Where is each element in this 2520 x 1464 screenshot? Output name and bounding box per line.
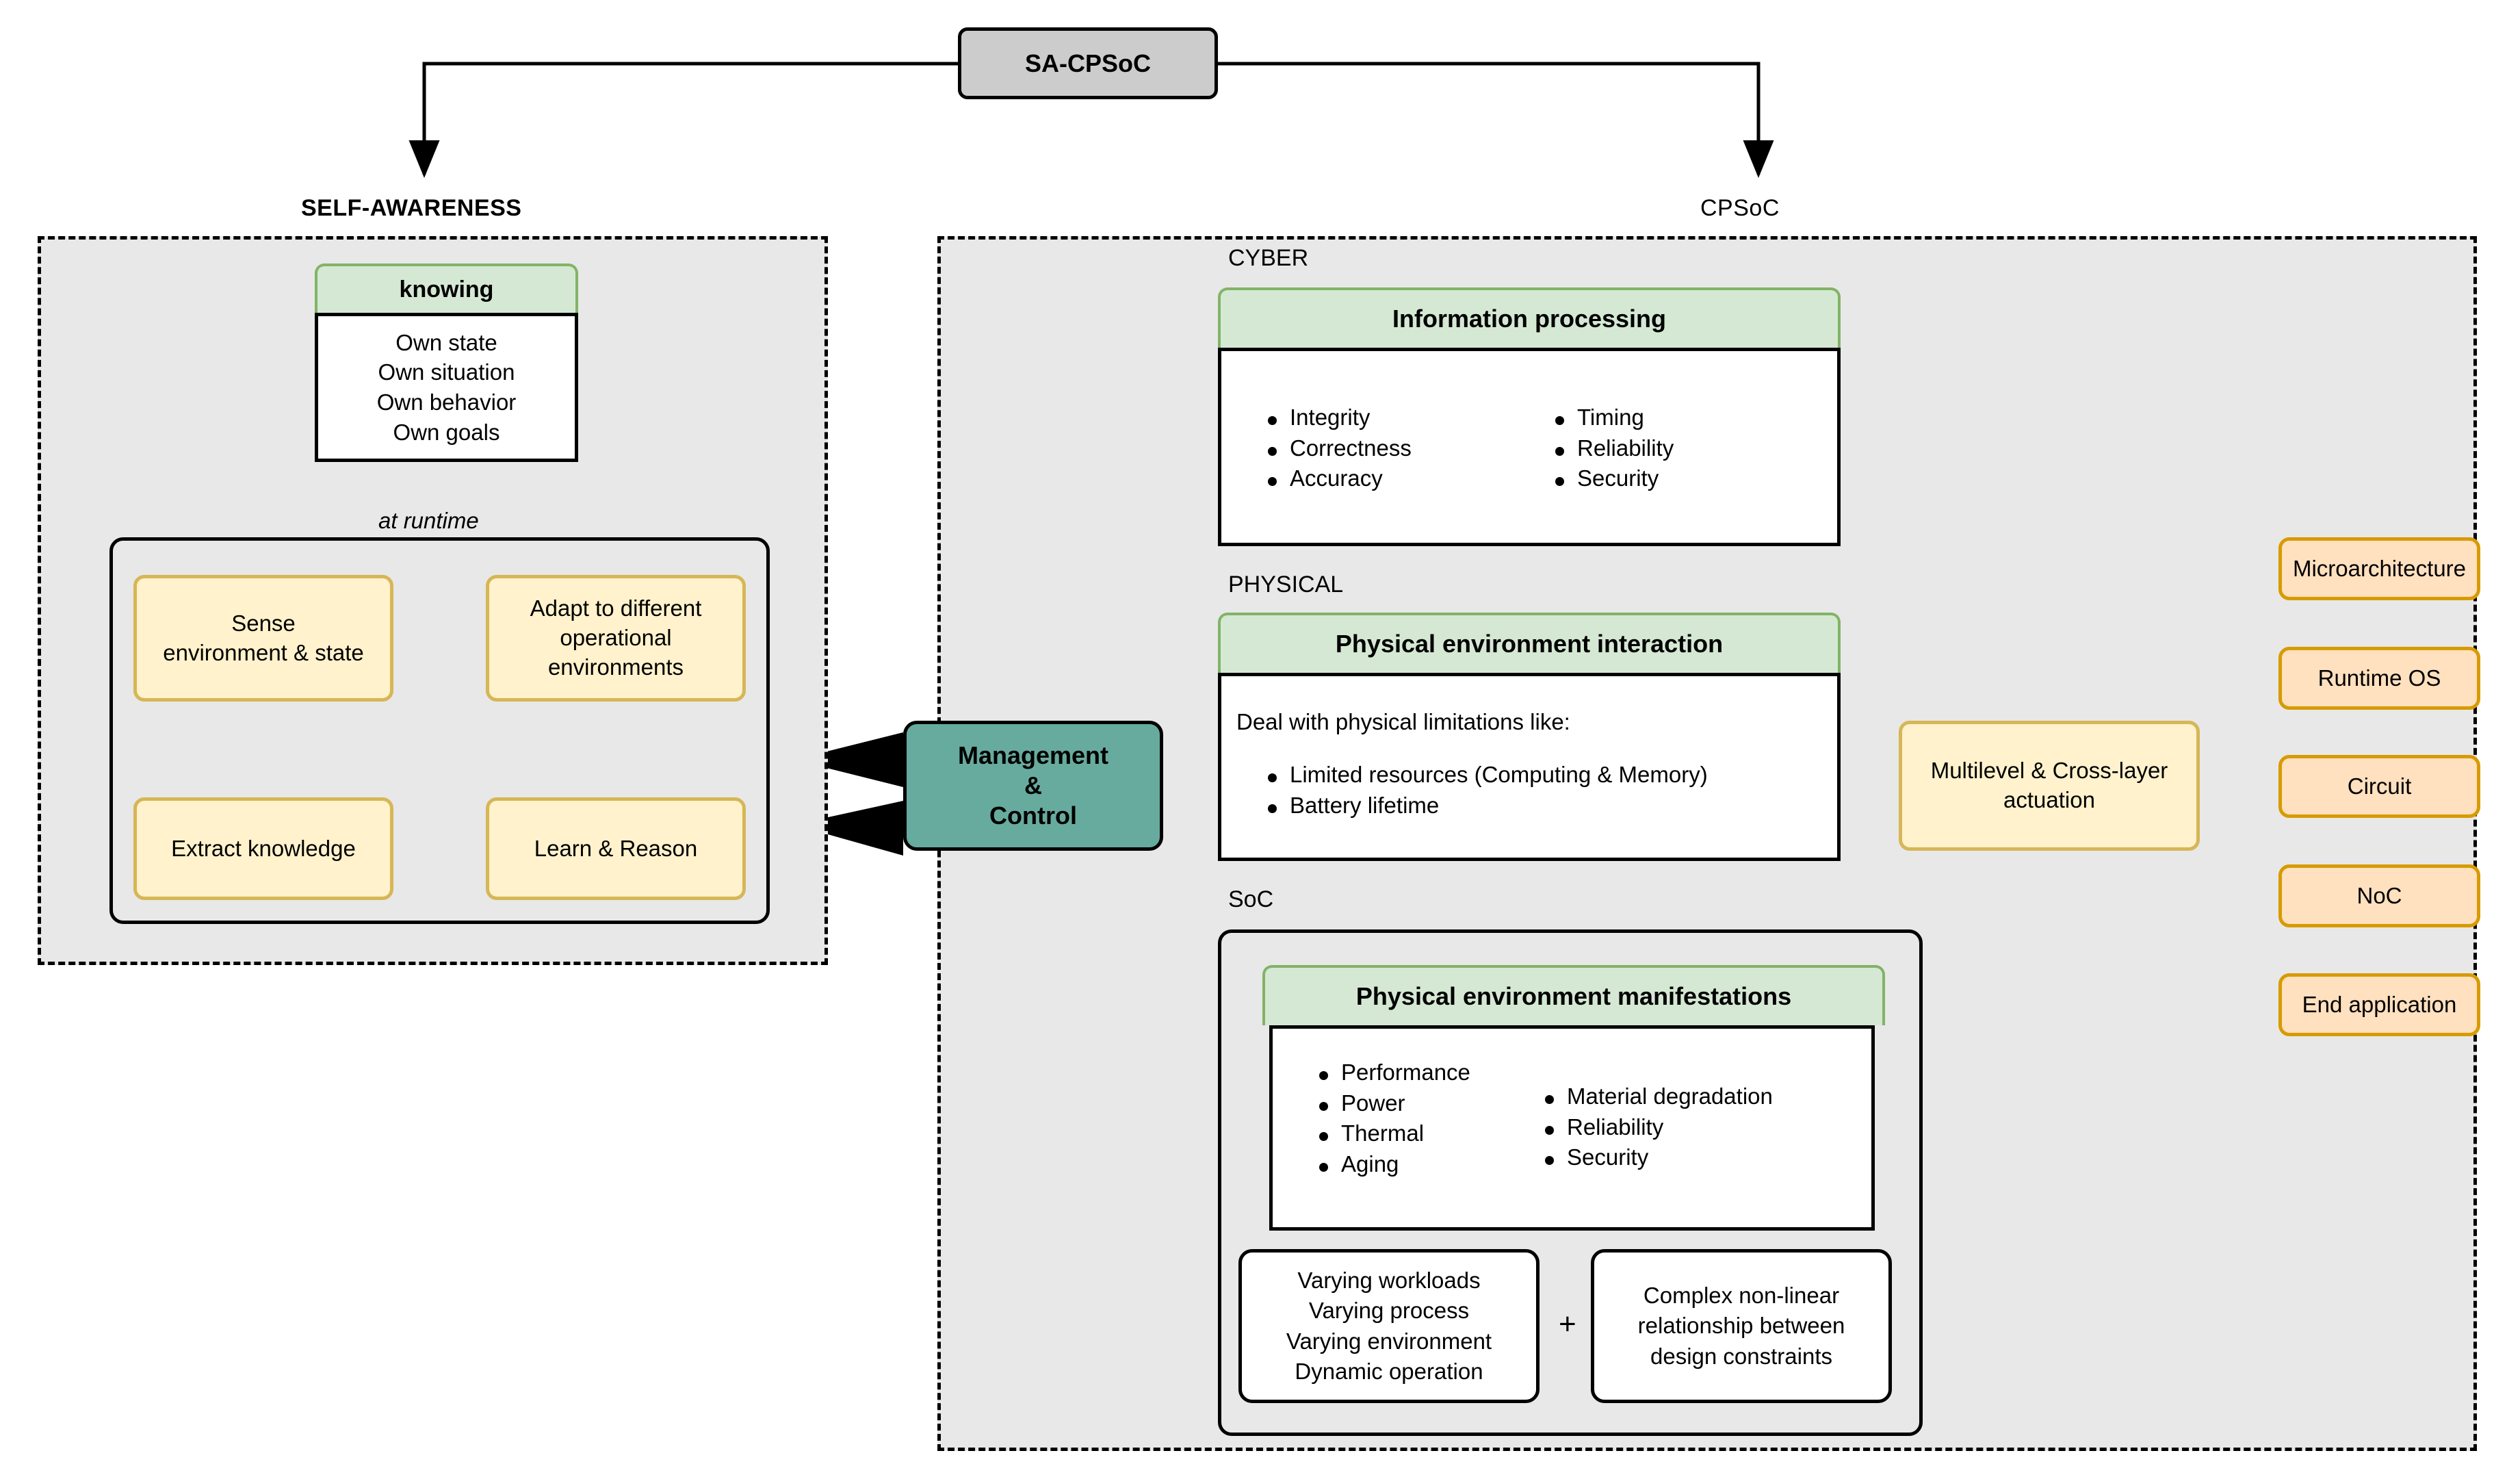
self-awareness-label: SELF-AWARENESS — [301, 195, 522, 221]
sense-line-2: environment & state — [163, 639, 364, 665]
bullet-item: Aging — [1314, 1151, 1470, 1178]
physical-intro-text: Deal with physical limitations like: — [1236, 709, 1570, 734]
knowing-item: Own goals — [393, 419, 500, 445]
bullet-item: Performance — [1314, 1060, 1470, 1086]
target-label: Circuit — [2347, 773, 2412, 799]
cpsoc-label: CPSoC — [1700, 195, 1780, 221]
soc-section-label: SoC — [1228, 886, 1274, 912]
target-end-application[interactable]: End application — [2278, 973, 2480, 1036]
bullet-item: Integrity — [1262, 404, 1412, 431]
adapt-environments-box[interactable]: Adapt to different operational environme… — [486, 575, 746, 702]
target-label: NoC — [2356, 883, 2402, 908]
complex-line: design constraints — [1650, 1343, 1832, 1369]
sense-environment-box[interactable]: Sense environment & state — [133, 575, 393, 702]
bullet-item: Correctness — [1262, 435, 1412, 462]
adapt-line-1: Adapt to different — [530, 595, 702, 621]
target-label: Microarchitecture — [2292, 556, 2467, 581]
target-label: Runtime OS — [2317, 665, 2441, 691]
extract-knowledge-box[interactable]: Extract knowledge — [133, 797, 393, 900]
multilevel-actuation-box[interactable]: Multilevel & Cross-layer actuation — [1899, 721, 2200, 851]
information-processing-title: Information processing — [1392, 305, 1667, 333]
actuation-line-1: Multilevel & Cross-layer — [1930, 758, 2168, 784]
target-label: End application — [2302, 992, 2457, 1017]
varying-conditions-box: Varying workloads Varying process Varyin… — [1238, 1249, 1540, 1403]
bullet-item: Security — [1540, 1144, 1773, 1171]
soc-bullets-left: Performance Power Thermal Aging — [1314, 1060, 1470, 1181]
knowing-item: Own situation — [378, 359, 515, 385]
knowing-body: Own state Own situation Own behavior Own… — [315, 313, 578, 462]
soc-container — [1218, 929, 1923, 1436]
target-circuit[interactable]: Circuit — [2278, 755, 2480, 818]
information-processing-body: Integrity Correctness Accuracy Timing Re… — [1218, 348, 1841, 546]
soc-bullets-right: Material degradation Reliability Securit… — [1540, 1083, 1773, 1175]
bullet-item: Thermal — [1314, 1120, 1470, 1147]
extract-knowledge-label: Extract knowledge — [171, 835, 356, 861]
actuation-line-2: actuation — [2003, 787, 2095, 812]
manifestations-title: Physical environment manifestations — [1355, 982, 1792, 1010]
management-line-3: Control — [989, 801, 1077, 830]
cyber-section-label: CYBER — [1228, 245, 1309, 271]
plus-sign: + — [1559, 1307, 1576, 1341]
title-pill: SA-CPSoC — [958, 27, 1218, 99]
varying-line: Varying environment — [1286, 1328, 1492, 1354]
complex-line: Complex non-linear — [1643, 1283, 1840, 1309]
physical-interaction-body: Deal with physical limitations like: Lim… — [1218, 673, 1841, 861]
bullet-item: Battery lifetime — [1262, 793, 1708, 819]
bullet-item: Timing — [1550, 404, 1674, 431]
learn-reason-label: Learn & Reason — [534, 835, 698, 861]
knowing-item: Own behavior — [376, 389, 517, 415]
physical-interaction-header: Physical environment interaction — [1218, 613, 1841, 673]
sense-line-1: Sense — [231, 610, 296, 636]
information-processing-header: Information processing — [1218, 287, 1841, 348]
physical-bullets: Limited resources (Computing & Memory) B… — [1262, 762, 1708, 823]
physical-section-label: PHYSICAL — [1228, 572, 1344, 598]
knowing-header: knowing — [315, 264, 578, 313]
knowing-header-label: knowing — [399, 276, 494, 303]
adapt-line-2: operational — [560, 625, 672, 651]
physical-interaction-title: Physical environment interaction — [1335, 630, 1724, 658]
management-control-box[interactable]: Management & Control — [903, 721, 1163, 851]
target-noc[interactable]: NoC — [2278, 864, 2480, 927]
varying-line: Varying workloads — [1297, 1268, 1481, 1294]
bullet-item: Power — [1314, 1090, 1470, 1117]
self-awareness-loop-container — [109, 537, 770, 924]
target-runtime-os[interactable]: Runtime OS — [2278, 647, 2480, 710]
bullet-item: Material degradation — [1540, 1083, 1773, 1110]
bullet-item: Reliability — [1550, 435, 1674, 462]
cyber-bullets-left: Integrity Correctness Accuracy — [1262, 404, 1412, 496]
bullet-item: Reliability — [1540, 1114, 1773, 1141]
complex-line: relationship between — [1637, 1313, 1845, 1339]
target-microarchitecture[interactable]: Microarchitecture — [2278, 537, 2480, 600]
management-line-1: Management — [957, 741, 1109, 770]
bullet-item: Limited resources (Computing & Memory) — [1262, 762, 1708, 788]
adapt-line-3: environments — [547, 654, 684, 680]
title-label: SA-CPSoC — [1024, 49, 1151, 77]
complex-relationship-box: Complex non-linear relationship between … — [1591, 1249, 1892, 1403]
at-runtime-note: at runtime — [378, 508, 479, 533]
bullet-item: Security — [1550, 465, 1674, 492]
knowing-item: Own state — [395, 329, 497, 355]
manifestations-header: Physical environment manifestations — [1262, 965, 1885, 1025]
learn-reason-box[interactable]: Learn & Reason — [486, 797, 746, 900]
cyber-bullets-right: Timing Reliability Security — [1550, 404, 1674, 496]
manifestations-body: Performance Power Thermal Aging Material… — [1269, 1025, 1875, 1231]
management-line-2: & — [1024, 771, 1042, 800]
varying-line: Varying process — [1308, 1298, 1470, 1324]
varying-line: Dynamic operation — [1295, 1358, 1483, 1384]
bullet-item: Accuracy — [1262, 465, 1412, 492]
